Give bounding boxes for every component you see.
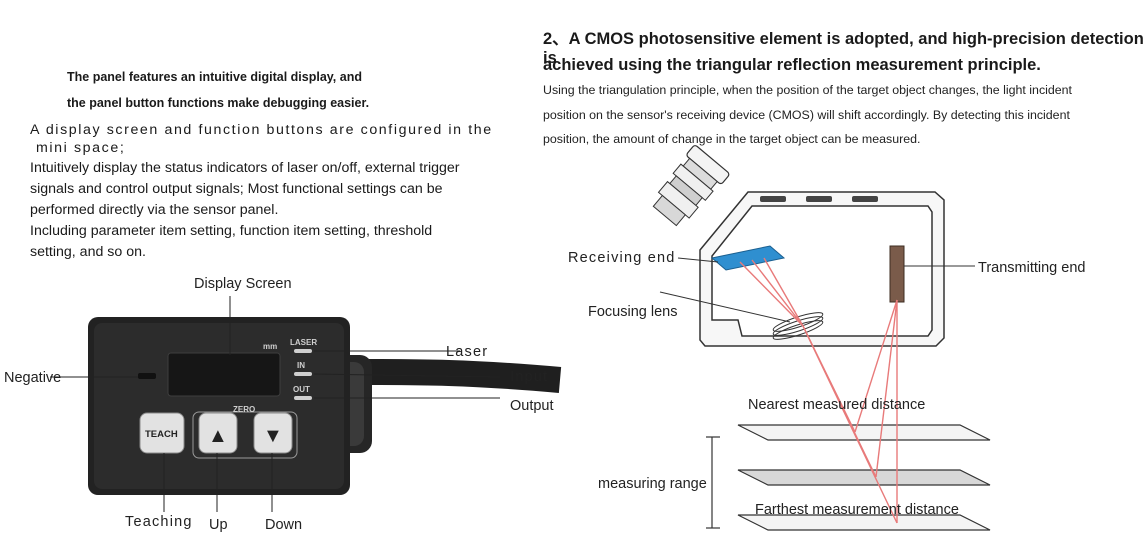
- negative-indicator: [138, 373, 156, 379]
- receiving-end-label: Receiving end: [568, 250, 676, 266]
- vent-1: [760, 196, 786, 202]
- body-line-1: Intuitively display the status indicator…: [30, 160, 460, 176]
- nearest-plate: [737, 424, 991, 441]
- panel-heading-line-1: The panel features an intuitive digital …: [67, 70, 362, 84]
- input-label: Input: [510, 369, 549, 385]
- intro-line-2: mini space;: [36, 140, 126, 156]
- intro-line-1: A display screen and function buttons ar…: [30, 122, 493, 138]
- cmos-receiver: [710, 245, 786, 271]
- lens-leader: [659, 291, 791, 323]
- measuring-range-label: measuring range: [598, 476, 707, 492]
- teach-button-label: TEACH: [145, 429, 178, 440]
- up-button[interactable]: [198, 412, 238, 454]
- teach-button[interactable]: [139, 412, 185, 454]
- up-arrow-icon: ▲: [208, 425, 228, 447]
- out-led-label: OUT: [293, 385, 310, 394]
- laser-led-label: LASER: [290, 338, 317, 347]
- cmos-heading-line-1: 2、A CMOS photosensitive element is adopt…: [543, 30, 1144, 67]
- body-line-3: performed directly via the sensor panel.: [30, 202, 279, 218]
- in-led-label: IN: [297, 361, 305, 370]
- negative-label: Negative: [4, 370, 62, 386]
- farthest-distance-label: Farthest measurement distance: [755, 502, 959, 518]
- display-screen: [167, 352, 281, 397]
- display-screen-label: Display Screen: [194, 276, 292, 292]
- focusing-lens: [772, 312, 824, 340]
- down-label: Down: [265, 517, 303, 533]
- up-label: Up: [209, 517, 228, 533]
- body-line-4: Including parameter item setting, functi…: [30, 223, 433, 239]
- cmos-heading-line-2: achieved using the triangular reflection…: [543, 56, 1041, 74]
- vent-3: [852, 196, 878, 202]
- measuring-range-bracket: [706, 436, 720, 529]
- zero-group-outline: [192, 411, 298, 459]
- cmos-body-line-3: position, the amount of change in the ta…: [543, 132, 921, 146]
- cmos-body-line-1: Using the triangulation principle, when …: [543, 83, 1073, 97]
- connector: [652, 145, 730, 227]
- unit-label: mm: [263, 342, 277, 351]
- receiving-leader: [677, 257, 719, 263]
- body-line-5: setting, and so on.: [30, 244, 146, 260]
- laser-beams: [739, 257, 898, 524]
- teaching-label: Teaching: [125, 514, 193, 530]
- laser-label: Laser: [446, 344, 489, 360]
- panel-heading-line-2: the panel button functions make debuggin…: [67, 96, 370, 110]
- down-arrow-icon: ▼: [263, 425, 283, 447]
- cmos-body-line-2: position on the sensor's receiving devic…: [543, 108, 1070, 122]
- laser-emitter: [889, 245, 905, 303]
- out-led: [294, 396, 312, 400]
- body-line-2: signals and control output signals; Most…: [30, 181, 443, 197]
- nearest-distance-label: Nearest measured distance: [748, 397, 926, 413]
- sensor-housing-inner: [711, 205, 933, 337]
- down-button[interactable]: [253, 412, 293, 454]
- cable: [359, 359, 562, 393]
- middle-plate: [737, 469, 991, 486]
- vent-2: [806, 196, 832, 202]
- laser-led: [294, 349, 312, 353]
- input-leader: [313, 373, 501, 378]
- focusing-lens-label: Focusing lens: [588, 304, 678, 320]
- transmitting-end-label: Transmitting end: [978, 260, 1086, 276]
- farthest-plate: [737, 514, 991, 531]
- output-label: Output: [510, 398, 554, 414]
- zero-label: ZERO: [233, 405, 255, 414]
- in-led: [294, 372, 312, 376]
